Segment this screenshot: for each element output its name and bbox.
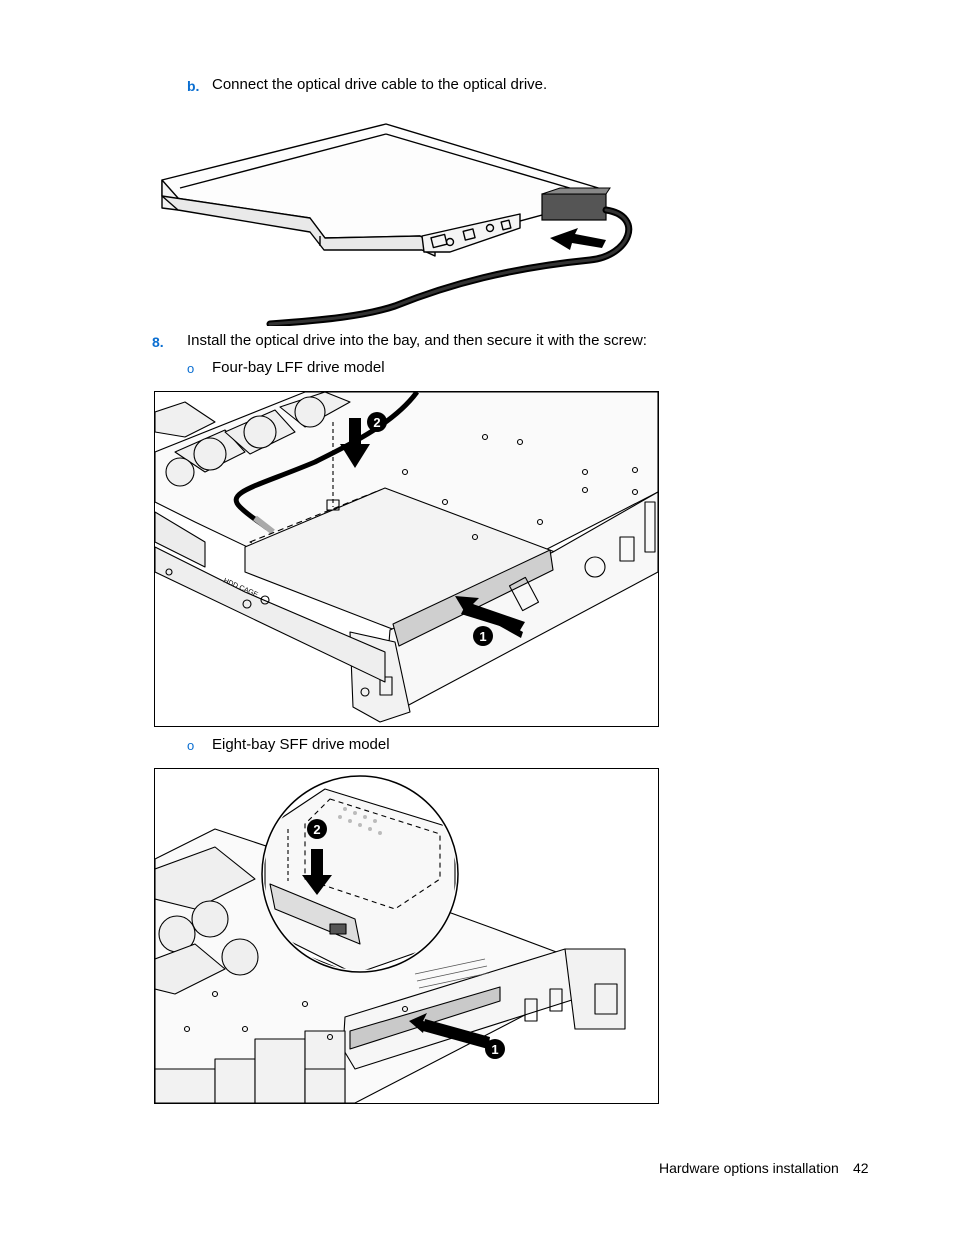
step-8-text: Install the optical drive into the bay, …	[187, 332, 647, 349]
optical-drive-cable-illustration	[150, 118, 640, 326]
step-8-marker: 8.	[152, 334, 164, 350]
option-sff-text: Eight-bay SFF drive model	[212, 736, 390, 753]
footer-page-number: 42	[853, 1160, 869, 1176]
option-lff-text: Four-bay LFF drive model	[212, 359, 385, 376]
option-sff-bullet: o	[187, 738, 195, 753]
lff-installation-figure: HDD CAGE 2 1	[154, 391, 659, 727]
sub-step-b-text: Connect the optical drive cable to the o…	[212, 76, 548, 93]
sub-step-b-marker: b.	[187, 78, 200, 94]
sff-callout-2: 2	[313, 822, 320, 837]
lff-callout-1: 1	[479, 629, 486, 644]
option-lff-bullet: o	[187, 361, 195, 376]
footer-section-title: Hardware options installation	[659, 1160, 839, 1176]
sff-installation-figure: 2 1	[154, 768, 659, 1104]
sff-callout-1: 1	[491, 1042, 498, 1057]
lff-callout-2: 2	[373, 415, 380, 430]
